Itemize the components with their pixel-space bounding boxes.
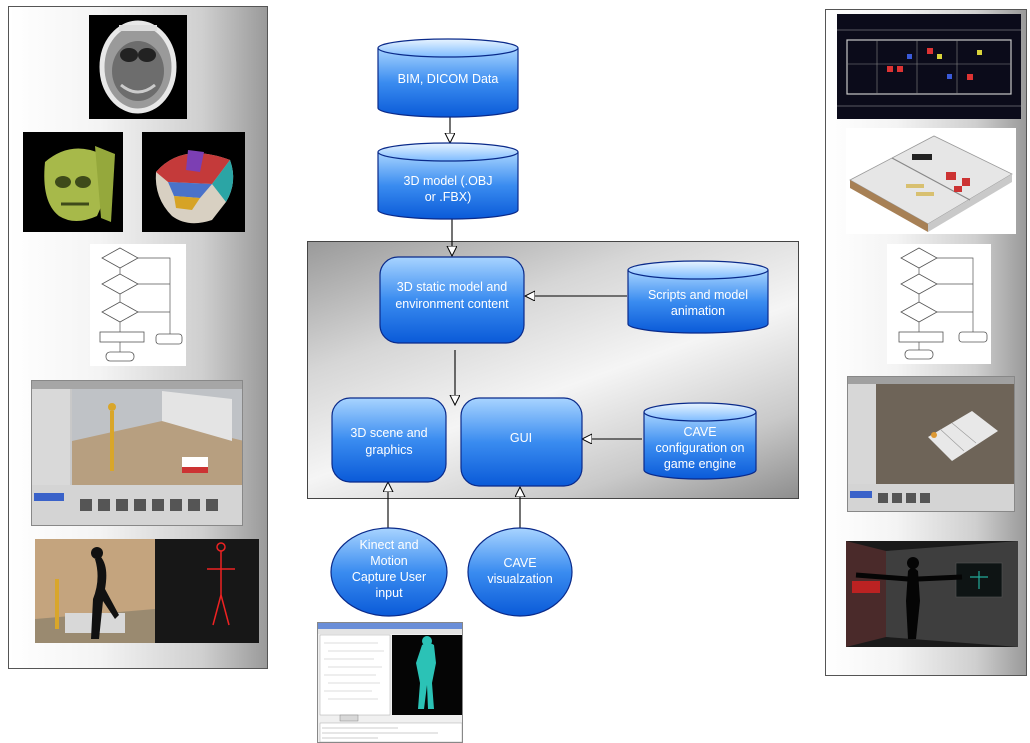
skull-segmented-image <box>142 132 245 232</box>
flowchart-image-left <box>90 244 186 366</box>
gui-node: GUI <box>460 397 583 487</box>
kinect-label-line3: Capture User <box>352 570 426 584</box>
3d-scene-label-line1: 3D scene and <box>350 426 427 440</box>
cave-vis-label-line1: CAVE <box>503 556 536 570</box>
unity-editor-image-right <box>847 376 1015 512</box>
3d-scene-label-line2: graphics <box>365 443 412 457</box>
kinect-motion-capture-node: Kinect and Motion Capture User input <box>330 527 448 617</box>
cave-visualization-node: CAVE visualzation <box>467 527 573 617</box>
kinect-capture-window-image <box>317 622 463 743</box>
bim-dicom-label: BIM, DICOM Data <box>398 72 499 86</box>
ct-scan-image <box>89 15 187 119</box>
static-model-node: 3D static model and environment content <box>379 256 525 344</box>
cave-skeleton-image <box>35 539 259 643</box>
cave-config-label-line2: configuration on <box>656 441 745 455</box>
scripts-label-line2: animation <box>671 304 725 318</box>
static-model-label-line2: environment content <box>395 297 509 311</box>
kinect-label-line2: Motion <box>370 554 408 568</box>
cave-silhouette-image <box>846 541 1018 647</box>
cave-config-label-line3: game engine <box>664 457 736 471</box>
cave-configuration-node: CAVE configuration on game engine <box>643 402 757 480</box>
static-model-label-line1: 3D static model and <box>397 280 508 294</box>
kinect-label-line1: Kinect and <box>359 538 418 552</box>
skull-3d-image <box>23 132 123 232</box>
left-image-panel <box>8 6 268 669</box>
cave-vis-label-line2: visualzation <box>487 572 552 586</box>
3d-scene-node: 3D scene and graphics <box>331 397 447 483</box>
unity-editor-image-left <box>31 380 243 526</box>
3d-model-node: 3D model (.OBJ or .FBX) <box>377 142 519 220</box>
kinect-label-line4: input <box>375 586 403 600</box>
flowchart-image-right <box>887 244 991 364</box>
connector-arrows <box>388 116 642 528</box>
3d-model-label-line1: 3D model (.OBJ <box>404 174 493 188</box>
floor-plan-image <box>837 14 1021 119</box>
scripts-label-line1: Scripts and model <box>648 288 748 302</box>
bim-dicom-data-node: BIM, DICOM Data <box>377 38 519 118</box>
right-image-panel <box>825 9 1027 676</box>
building-3d-image <box>846 128 1016 234</box>
cave-config-label-line1: CAVE <box>683 425 716 439</box>
gui-label: GUI <box>510 431 532 445</box>
3d-model-label-line2: or .FBX) <box>425 190 472 204</box>
scripts-animation-node: Scripts and model animation <box>627 260 769 334</box>
